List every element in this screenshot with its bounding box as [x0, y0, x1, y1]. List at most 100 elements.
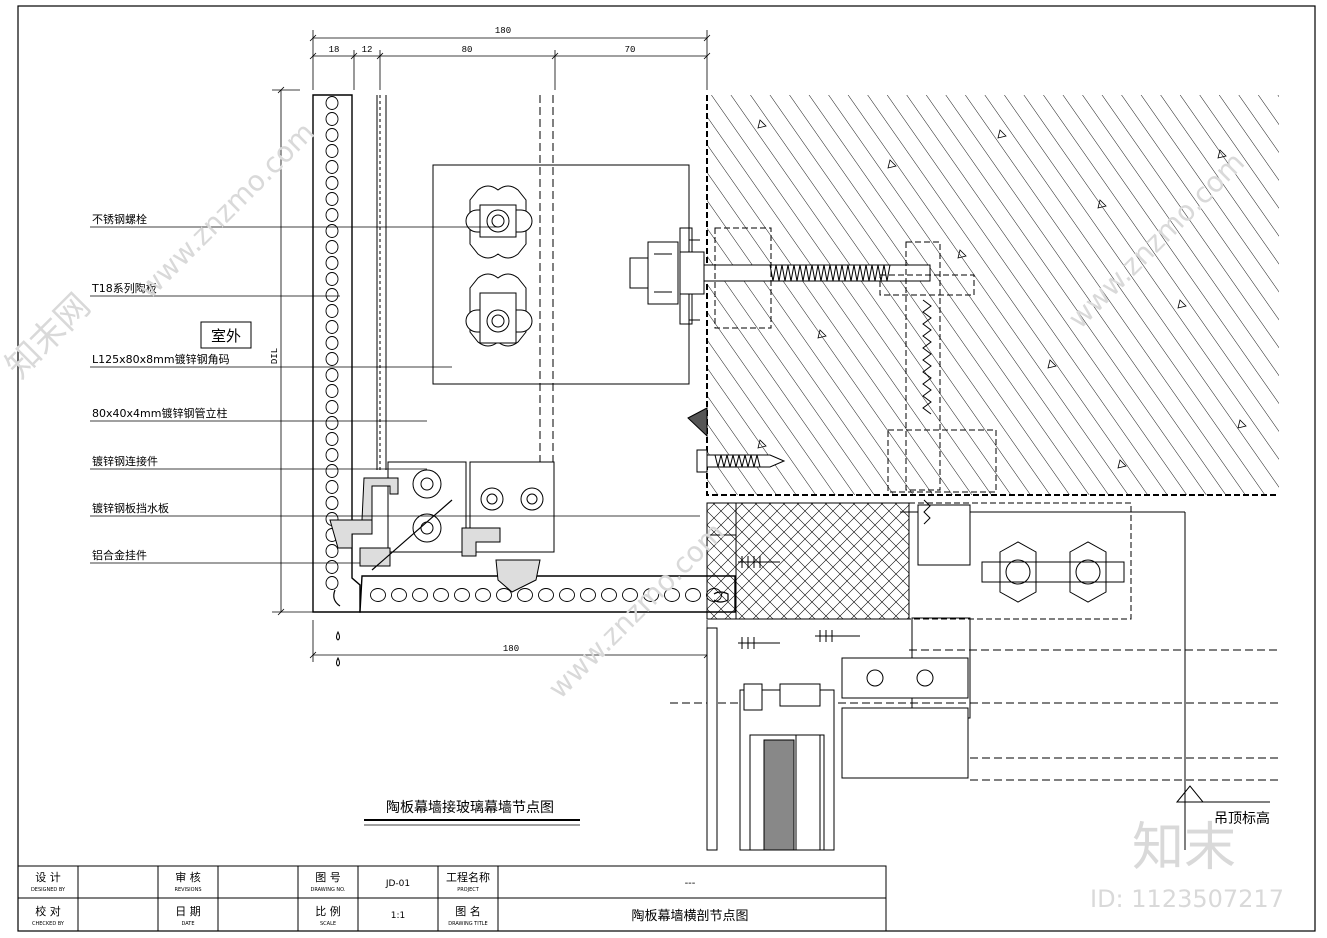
watermark-id: ID: 1123507217: [1090, 885, 1284, 913]
outdoor-label: 室外: [211, 327, 241, 345]
panel-cavity: [601, 588, 617, 602]
panel-cavity: [580, 588, 596, 602]
aluminum-hanger: [329, 477, 541, 593]
drawing-title: 陶板幕墙接玻璃幕墙节点图: [386, 799, 554, 816]
watermark-brand: 知末: [1132, 818, 1236, 878]
tb-project-cn: 工程名称: [446, 870, 490, 884]
panel-cavity: [475, 588, 491, 602]
panel-cavity: [325, 368, 339, 382]
panel-cavity: [325, 112, 339, 126]
ceramic-panel-vertical: [312, 94, 361, 613]
panel-cavity: [643, 588, 659, 602]
tb-date-en: DATE: [181, 921, 194, 927]
outdoor-label-box: [200, 321, 252, 349]
panel-cavity: [412, 588, 428, 602]
callout-angle-bracket: L125x80x8mm镀锌钢角码: [92, 352, 230, 366]
dim-vertical: DIL: [270, 348, 280, 364]
panel-cavity: [325, 256, 339, 270]
panel-cavity: [325, 128, 339, 142]
panel-cavity: [325, 192, 339, 206]
watermark-site-1: www.znzmo.com: [132, 116, 321, 305]
embedded-channel: [879, 241, 997, 493]
steel-tube-post: [376, 95, 554, 470]
panel-cavity: [325, 448, 339, 462]
callout-ceramic-panel: T18系列陶板: [91, 281, 157, 295]
callout-stainless-bolt: 不锈钢螺栓: [92, 212, 147, 226]
panel-cavity: [325, 304, 339, 318]
panel-cavity: [325, 496, 339, 510]
panel-cavity: [325, 208, 339, 222]
panel-cavity: [325, 400, 339, 414]
panel-cavity: [325, 144, 339, 158]
panel-cavity: [325, 352, 339, 366]
hex-bolt-pair: [917, 499, 1125, 603]
tb-scale-cn: 比 例: [315, 904, 341, 918]
embedded-zigzag: [922, 299, 932, 415]
water-drip-icon: [336, 630, 340, 667]
glass-pane: [795, 735, 821, 850]
panel-cavity: [325, 288, 339, 302]
tb-title-value: 陶板幕墙横剖节点图: [631, 908, 748, 924]
panel-cavity: [559, 588, 575, 602]
panel-cavity: [325, 432, 339, 446]
panel-cavity: [391, 588, 407, 602]
panel-cavity: [325, 320, 339, 334]
panel-cavity: [538, 588, 554, 602]
insulation-block: [706, 502, 910, 620]
bottom-dimension: [309, 620, 711, 662]
callout-leaders: [90, 226, 700, 564]
panel-cavity: [325, 480, 339, 494]
panel-cavity: [325, 176, 339, 190]
panel-cavity: [496, 588, 512, 602]
panel-cavity: [325, 272, 339, 286]
aluminum-mullion: [706, 627, 969, 851]
vertical-dimension: [272, 86, 318, 616]
panel-cavity: [454, 588, 470, 602]
panel-cavity: [325, 576, 339, 590]
panel-cavity: [325, 224, 339, 238]
tb-scale-en: SCALE: [320, 921, 336, 927]
dim-seg-4: 70: [625, 45, 636, 55]
galvanized-connector: [387, 461, 555, 553]
panel-cavity: [685, 588, 701, 602]
stainless-bolt-lower: [465, 273, 533, 347]
tb-check-en: CHECKED BY: [32, 921, 65, 927]
self-tapping-screws: [738, 556, 860, 649]
title-block: [17, 865, 887, 932]
tb-project-en: PROJECT: [457, 887, 480, 893]
concrete-slab: [706, 95, 1279, 496]
panel-cavity: [325, 560, 339, 574]
tb-review-cn: 审 核: [175, 870, 201, 884]
tb-design-cn: 设 计: [35, 871, 61, 884]
callout-connector: 镀锌钢连接件: [92, 454, 158, 468]
tb-project-value: ---: [685, 878, 696, 889]
sealant: [687, 407, 708, 438]
panel-cavity: [664, 588, 680, 602]
tb-check-cn: 校 对: [35, 904, 61, 918]
panel-cavity: [622, 588, 638, 602]
tb-drawing-no-en: DRAWING NO.: [311, 887, 346, 893]
anchor-bolt: [629, 227, 931, 329]
dim-total-bottom: 180: [503, 644, 519, 654]
tb-date-cn: 日 期: [175, 905, 201, 918]
panel-cavity: [433, 588, 449, 602]
dim-seg-3: 80: [462, 45, 473, 55]
top-dimension: [309, 30, 711, 90]
panel-cavity: [325, 336, 339, 350]
ceiling-label: 吊顶标高: [1214, 810, 1270, 827]
callout-steel-post: 80x40x4mm镀锌钢管立柱: [92, 406, 227, 420]
stainless-bolt-upper: [465, 185, 533, 259]
dim-seg-2: 12: [362, 45, 373, 55]
tb-review-en: REVISIONS: [174, 887, 201, 893]
tb-drawing-no-cn: 图 号: [315, 871, 341, 884]
ceiling-level-marker: [1175, 785, 1270, 803]
panel-cavity: [325, 416, 339, 430]
panel-cavity: [325, 240, 339, 254]
panel-cavity: [370, 588, 386, 602]
panel-cavity: [325, 464, 339, 478]
tb-drawing-no-value: JD-01: [385, 879, 410, 889]
callout-waterproof-plate: 镀锌钢板挡水板: [92, 501, 169, 515]
callout-aluminum-hanger: 铝合金挂件: [92, 548, 147, 562]
tb-title-cn: 图 名: [455, 904, 481, 918]
